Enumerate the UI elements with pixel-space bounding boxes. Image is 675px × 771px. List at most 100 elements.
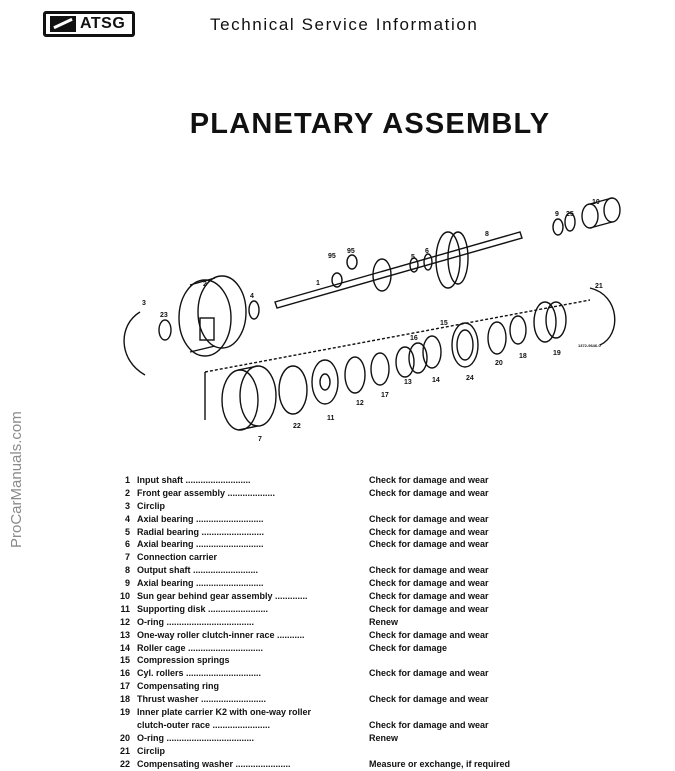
part-name: Sun gear behind gear assembly ..........… — [137, 591, 308, 602]
parts-list-row: 22 Compensating washer ..................… — [110, 758, 580, 771]
part-number: 7 — [124, 552, 130, 563]
part-action: Check for damage and wear — [369, 694, 489, 705]
part-name: Compression springs — [137, 655, 230, 666]
logo-text: ATSG — [80, 15, 126, 32]
part-number: 8 — [124, 565, 130, 576]
part-number: 3 — [124, 500, 130, 511]
hub-part — [372, 258, 392, 292]
part-name: Connection carrier — [137, 552, 218, 563]
callout-24: 24 — [466, 375, 474, 382]
part-number: 4 — [124, 513, 130, 524]
callout-21: 21 — [595, 283, 603, 290]
callout-17: 17 — [381, 392, 389, 399]
part-number: 2 — [124, 487, 130, 498]
part-action: Check for damage and wear — [369, 526, 489, 537]
part-action: Check for damage and wear — [369, 591, 489, 602]
part-action: Check for damage and wear — [369, 578, 489, 589]
callout-1: 1 — [316, 280, 320, 287]
part-number: 17 — [119, 681, 130, 692]
callout-5: 5 — [411, 254, 415, 261]
parts-list-row: 15 Compression springs — [110, 654, 580, 667]
callout-16: 16 — [410, 335, 418, 342]
part-number: 22 — [119, 758, 130, 769]
part-action: Check for damage — [369, 642, 448, 653]
part-action: Check for damage and wear — [369, 719, 489, 730]
header-title: Technical Service Information — [210, 15, 479, 34]
part-name: Compensating washer ....................… — [137, 758, 291, 769]
supporting-disk-part — [311, 359, 339, 405]
connection-carrier-part — [221, 365, 277, 431]
callout-2: 2 — [203, 281, 207, 288]
part-number: 20 — [119, 732, 130, 743]
part-action: Check for damage and wear — [369, 629, 489, 640]
part-number: 19 — [119, 707, 130, 718]
callout-95a: 95 — [328, 253, 336, 260]
o-ring-20-part — [487, 321, 507, 355]
part-name: Roller cage ............................… — [137, 642, 264, 653]
axial-bearing-4-part — [248, 300, 260, 320]
part-number: 15 — [119, 655, 130, 666]
input-shaft-part — [274, 231, 523, 309]
page-title: PLANETARY ASSEMBLY — [189, 108, 551, 140]
callout-4: 4 — [250, 293, 254, 300]
part-name: Input shaft .......................... — [137, 475, 251, 485]
part-name: One-way roller clutch-inner race .......… — [137, 629, 305, 640]
part-action: Renew — [369, 732, 399, 743]
part-number — [110, 719, 137, 732]
callout-12: 12 — [356, 400, 364, 407]
part-95a — [331, 272, 343, 288]
sun-gear-part — [581, 197, 621, 229]
part-number: 16 — [119, 668, 130, 679]
callout-25: 25 — [566, 211, 574, 218]
part-name: clutch-outer race ......................… — [137, 719, 271, 730]
radial-bearing-5-part — [409, 257, 419, 273]
part-name: Cyl. rollers ...........................… — [137, 668, 262, 679]
callout-23: 23 — [160, 312, 168, 319]
part-action: Check for damage and wear — [369, 539, 489, 550]
callout-7: 7 — [258, 436, 262, 443]
part-95b — [346, 254, 358, 270]
o-ring-12-part — [344, 356, 366, 394]
part-action: Check for damage and wear — [369, 513, 489, 524]
part-number: 21 — [119, 745, 130, 756]
part-number: 11 — [120, 603, 130, 614]
inner-race-part — [395, 342, 428, 378]
part-action: Renew — [369, 616, 399, 627]
callout-13: 13 — [404, 379, 412, 386]
callout-6: 6 — [425, 248, 429, 255]
part-name: Radial bearing ......................... — [137, 526, 265, 537]
axial-bearing-9-part — [552, 218, 564, 236]
callout-14: 14 — [432, 377, 440, 384]
callout-15: 15 — [440, 320, 448, 327]
part-action — [369, 706, 569, 719]
callout-22: 22 — [293, 423, 301, 430]
part-action — [369, 680, 569, 693]
part-number: 9 — [124, 578, 130, 589]
parts-list-row: 16 Cyl. rollers .........................… — [110, 667, 580, 680]
part-action — [369, 654, 569, 667]
part-number: 12 — [119, 616, 130, 627]
part-action — [369, 745, 569, 758]
part-action: Check for damage and wear — [369, 603, 489, 614]
part-name: Output shaft .......................... — [137, 565, 259, 576]
callout-10: 10 — [592, 199, 600, 206]
lower-frame — [204, 299, 591, 373]
front-gear-assembly-part — [178, 275, 247, 357]
part-number: 14 — [119, 642, 130, 653]
part-name: Compensating ring — [137, 681, 220, 692]
part-name: Thrust washer .......................... — [137, 694, 267, 705]
part-action: Check for damage and wear — [369, 565, 489, 576]
callout-20: 20 — [495, 360, 503, 367]
part-action — [369, 551, 569, 564]
